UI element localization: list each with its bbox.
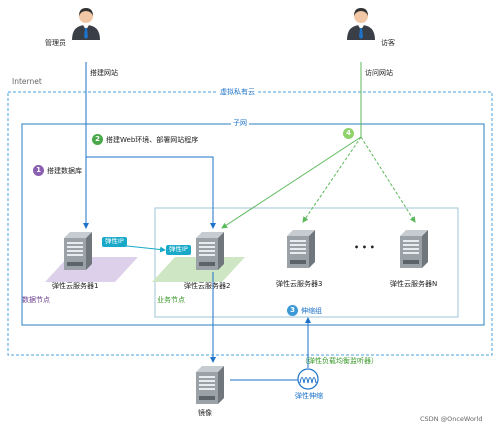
step2-badge: 2 <box>92 134 103 145</box>
autoscale-wave <box>299 377 317 384</box>
visitor-label: 访客 <box>381 39 395 47</box>
ecsn-label: 弹性云服务器N <box>390 280 438 288</box>
eip-tag-2: 弹性IP <box>166 245 191 255</box>
autoscale-label: 弹性伸缩 <box>295 392 323 400</box>
admin-person-icon <box>72 8 100 40</box>
internet-label: Internet <box>12 77 42 86</box>
step1-badge: 1 <box>33 165 44 176</box>
watermark: CSDN @OnceWorld <box>420 415 483 423</box>
ecs3-label: 弹性云服务器3 <box>276 280 323 288</box>
ecs2-server-icon <box>196 232 224 270</box>
ecs2-label: 弹性云服务器2 <box>184 282 231 290</box>
ecsn-server-icon <box>400 230 428 268</box>
step3-label: 伸缩组 <box>301 307 322 315</box>
step3-badge: 3 <box>287 305 298 316</box>
vpc-label: 虚拟私有云 <box>218 88 257 96</box>
admin-label: 管理员 <box>45 39 66 47</box>
visitor-to-ecs3-arrow <box>302 136 362 223</box>
visitor-to-ecsn-arrow <box>360 136 416 223</box>
deploy-to-ecs2-arrow <box>86 156 216 229</box>
business-node-label: 业务节点 <box>157 296 185 304</box>
ecs3-server-icon <box>287 230 315 268</box>
subnet-boundary <box>21 123 485 326</box>
subnet-label: 子网 <box>231 119 249 127</box>
step1-label: 搭建数据库 <box>47 167 82 175</box>
step4-badge: 4 <box>343 128 354 139</box>
data-node-label: 数据节点 <box>22 296 50 304</box>
step2-label: 搭建Web环境、部署网站程序 <box>106 136 199 144</box>
ecs1-server-icon <box>64 232 92 270</box>
autoscale-icon <box>297 368 319 390</box>
ecs1-label: 弹性云服务器1 <box>52 282 99 290</box>
visitor-person-icon <box>347 8 375 40</box>
admin-action-label: 搭建网站 <box>90 69 118 77</box>
image-label: 镜像 <box>198 409 212 417</box>
ecs-ellipsis: • • • <box>354 243 375 252</box>
vpc-boundary <box>7 91 493 356</box>
eip-tag-1: 弹性IP <box>102 237 127 247</box>
image-server-icon <box>196 366 224 404</box>
lb-label: （弹性负载均衡监听器） <box>301 357 378 365</box>
visitor-to-ecs2-arrow <box>221 136 362 229</box>
visitor-action-label: 访问网站 <box>365 69 393 77</box>
